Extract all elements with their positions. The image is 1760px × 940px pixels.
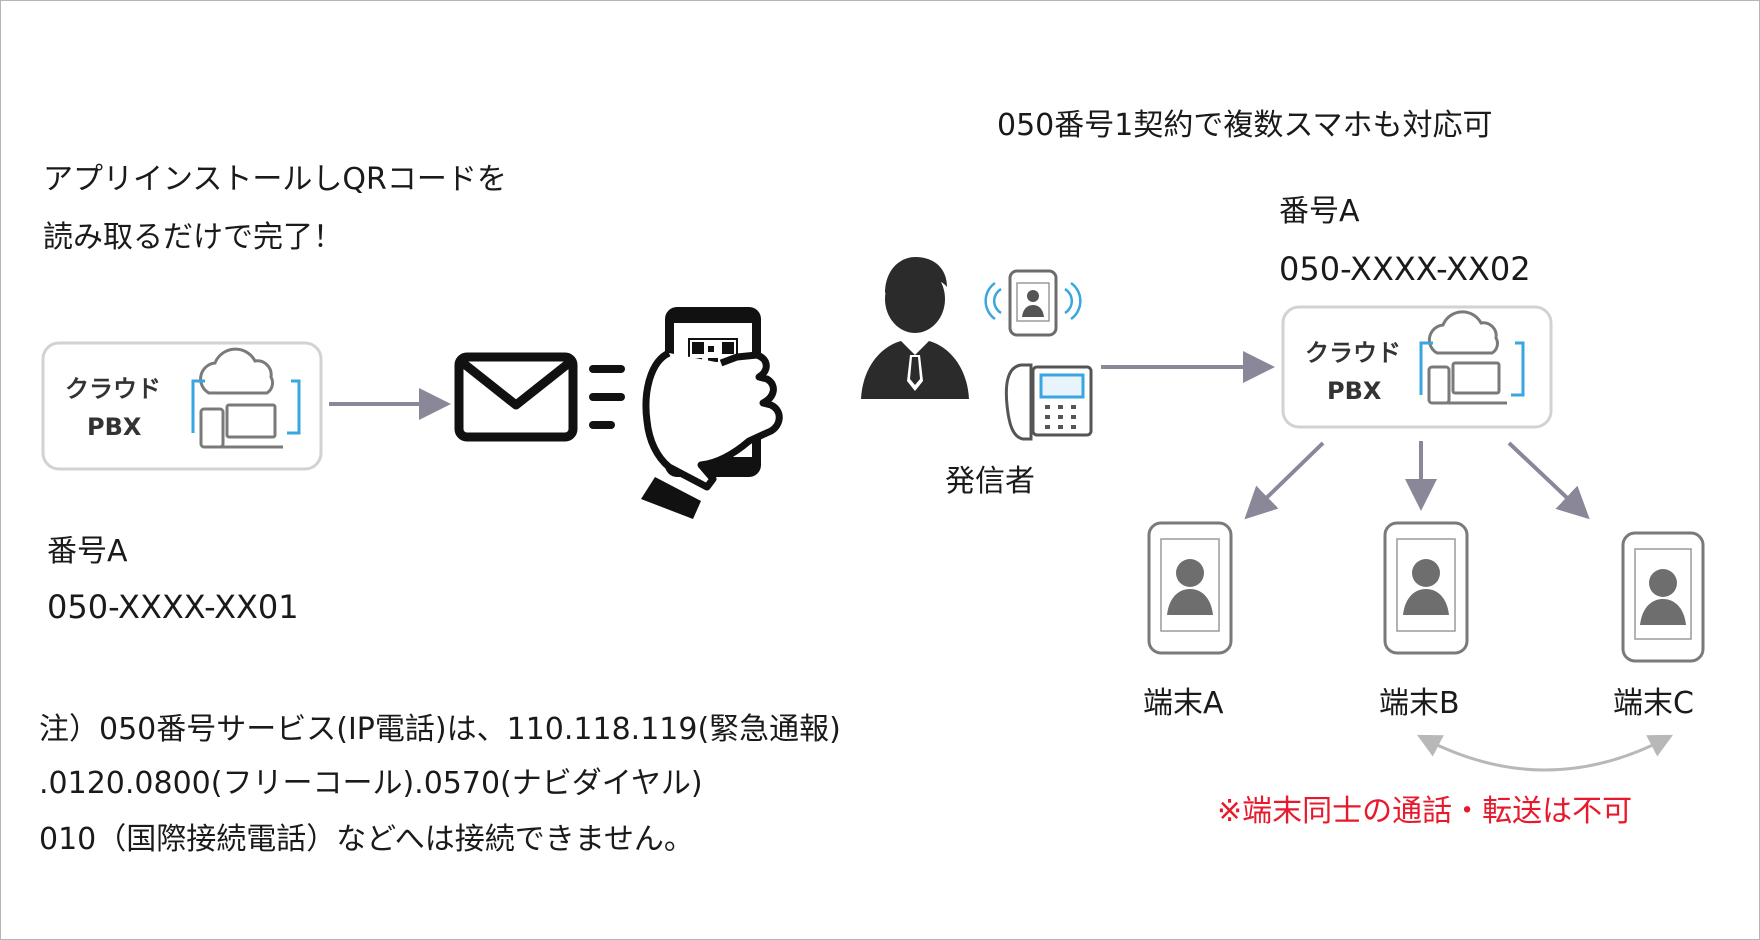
terminal-a-label: 端末A xyxy=(1143,686,1224,721)
terminal-c-label: 端末C xyxy=(1613,686,1694,721)
arrow-terminal-b-c-curve xyxy=(1417,734,1673,772)
terminal-a-phone-icon xyxy=(1147,521,1233,655)
terminal-restriction-warning: ※端末同士の通話・転送は不可 xyxy=(1217,794,1633,829)
terminal-c-phone-icon xyxy=(1621,531,1705,663)
right-number-label: 番号A xyxy=(1279,194,1360,229)
left-number-label: 番号A xyxy=(47,534,128,569)
left-pbx-sync-icon xyxy=(191,379,301,435)
desk-phone-icon xyxy=(1004,363,1093,441)
right-pbx-box xyxy=(1281,305,1553,429)
left-pbx-label-1: クラウド xyxy=(65,375,161,403)
left-pbx-label-2: PBX xyxy=(87,413,142,441)
left-pbx-cloud-icon xyxy=(199,347,283,449)
terminal-b-phone-icon xyxy=(1383,521,1469,655)
left-number-value: 050-XXXX-XX01 xyxy=(47,588,299,626)
hand-icon xyxy=(642,349,783,491)
right-heading: 050番号1契約で複数スマホも対応可 xyxy=(997,108,1493,143)
left-pbx-box xyxy=(41,341,323,471)
mail-icon xyxy=(454,352,625,442)
smartphone-qr-icon xyxy=(641,307,783,519)
intro-line-2: 読み取るだけで完了！ xyxy=(43,220,343,255)
right-number-value: 050-XXXX-XX02 xyxy=(1279,250,1531,288)
arrow-pbx-to-terminal-c xyxy=(1507,441,1590,520)
caller-label: 発信者 xyxy=(945,464,1035,499)
right-pbx-label-2: PBX xyxy=(1327,377,1382,405)
right-pbx-sync-icon xyxy=(1419,341,1525,397)
note-line-1: 注）050番号サービス(IP電話)は、110.118.119(緊急通報) xyxy=(39,712,841,747)
terminal-b-label: 端末B xyxy=(1379,686,1460,721)
right-pbx-label-1: クラウド xyxy=(1305,339,1401,367)
arrow-pbx-to-terminal-a xyxy=(1244,441,1325,520)
note-line-2: .0120.0800(フリーコール).0570(ナビダイヤル) xyxy=(39,766,703,801)
intro-line-1: アプリインストールしQRコードを xyxy=(43,162,507,197)
right-pbx-cloud-icon xyxy=(1427,310,1507,405)
caller-person-icon xyxy=(861,257,969,399)
caller-smartphone-icon xyxy=(984,269,1082,337)
note-line-3: 010（国際接続電話）などへは接続できません。 xyxy=(39,822,694,857)
